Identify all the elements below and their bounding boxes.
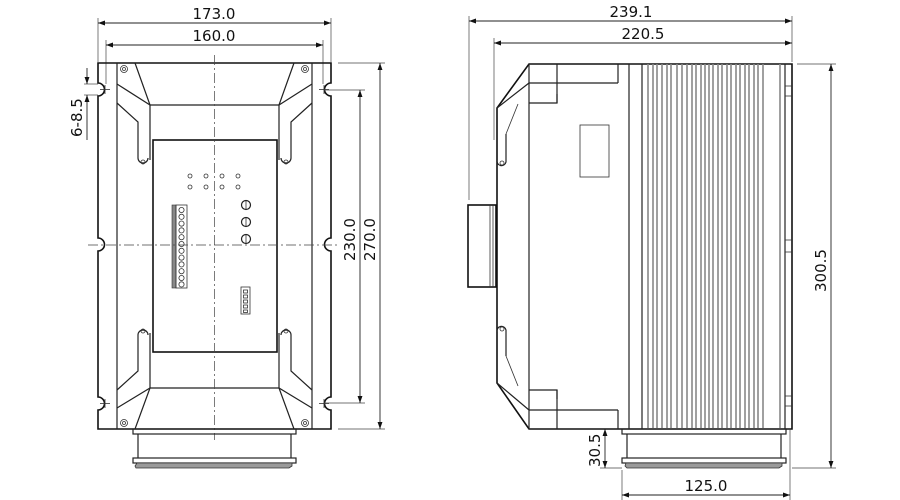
dim-label-270: 270.0 bbox=[361, 218, 379, 261]
dim-mount-height: 230.0 bbox=[324, 89, 365, 404]
dim-overall-width: 173.0 bbox=[97, 5, 332, 62]
dip-switch bbox=[240, 286, 251, 315]
dim-mount-width: 160.0 bbox=[105, 27, 324, 84]
dim-flange-width: 125.0 bbox=[621, 429, 791, 500]
label-plate bbox=[579, 124, 610, 178]
dim-label-220: 220.5 bbox=[622, 25, 665, 43]
dim-label-300: 300.5 bbox=[812, 249, 830, 292]
dim-label-239: 239.1 bbox=[610, 3, 653, 21]
dim-flange-height: 30.5 bbox=[586, 429, 622, 469]
side-view: 239.1 220.5 bbox=[467, 3, 836, 500]
dim-label-230: 230.0 bbox=[341, 218, 359, 261]
led-indicators bbox=[187, 173, 241, 190]
heatsink bbox=[628, 64, 792, 429]
dim-label-160: 160.0 bbox=[193, 27, 236, 45]
side-connector bbox=[467, 204, 497, 288]
dim-body-depth: 220.5 bbox=[493, 25, 792, 140]
control-panel bbox=[152, 139, 278, 353]
dim-label-slot: 6-8.5 bbox=[68, 98, 86, 137]
dim-overall-depth: 239.1 bbox=[468, 3, 793, 200]
dim-side-height: 300.5 bbox=[792, 63, 836, 469]
adjustment-knobs bbox=[240, 199, 252, 245]
dim-label-173: 173.0 bbox=[193, 5, 236, 23]
terminal-block bbox=[171, 204, 188, 289]
dim-label-30: 30.5 bbox=[586, 434, 604, 467]
side-body-outline bbox=[496, 63, 793, 430]
dim-overall-height: 270.0 bbox=[338, 62, 385, 430]
dim-slot: 6-8.5 bbox=[68, 68, 98, 140]
mounting-plate bbox=[97, 62, 332, 430]
dim-label-125: 125.0 bbox=[685, 477, 728, 495]
side-bottom-flange bbox=[621, 428, 787, 469]
front-bottom-flange bbox=[132, 428, 297, 469]
front-view: 173.0 160.0 bbox=[68, 5, 385, 469]
